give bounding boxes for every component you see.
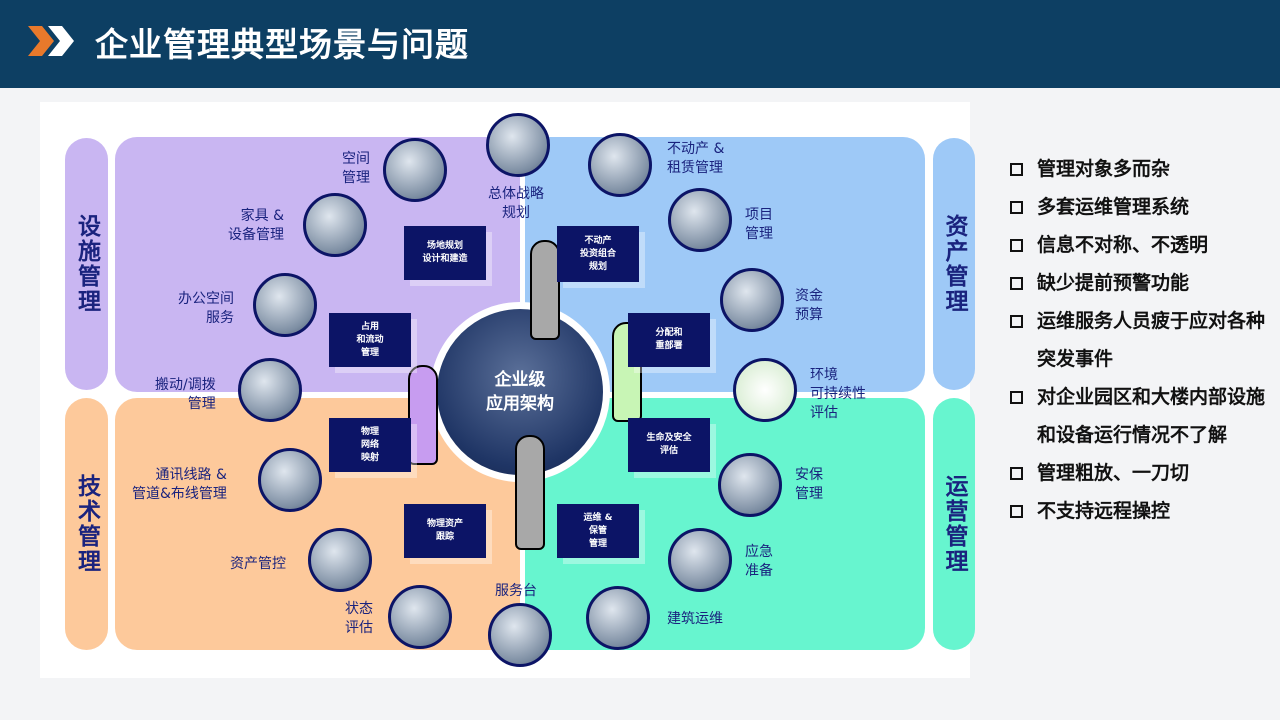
- problem-text: 管理粗放、一刀切: [1037, 462, 1190, 484]
- problem-item: 多套运维管理系统: [1010, 188, 1270, 226]
- problem-item: 管理粗放、一刀切: [1010, 454, 1270, 492]
- photo-strategy: [486, 113, 550, 177]
- page-title: 企业管理典型场景与问题: [95, 25, 469, 64]
- item-label: 资金 预算: [795, 288, 823, 323]
- checkbox-square-icon: [1010, 391, 1023, 404]
- photo-project: [668, 188, 732, 252]
- center-line-1: 企业级: [494, 370, 546, 390]
- item-label: 办公空间 服务: [178, 291, 234, 326]
- side-label-facility: 设施管理: [65, 138, 108, 390]
- item-label: 空间 管理: [342, 151, 370, 186]
- item-label: 总体战略 规划: [488, 186, 544, 221]
- checkbox-square-icon: [1010, 505, 1023, 518]
- checkbox-square-icon: [1010, 163, 1023, 176]
- photo-space: [383, 138, 447, 202]
- problem-item: 管理对象多而杂: [1010, 150, 1270, 188]
- person-silhouette: [530, 240, 560, 340]
- recycle-icon: [733, 358, 797, 422]
- process-box: 分配和 重部署: [628, 313, 710, 367]
- checkbox-square-icon: [1010, 239, 1023, 252]
- process-box: 运维 & 保管 管理: [557, 504, 639, 558]
- center-line-2: 应用架构: [486, 394, 554, 414]
- process-box: 场地规划 设计和建造: [404, 226, 486, 280]
- checkbox-square-icon: [1010, 467, 1023, 480]
- problem-text: 管理对象多而杂: [1037, 158, 1171, 180]
- problem-item: 缺少提前预警功能: [1010, 264, 1270, 302]
- process-box: 不动产 投资组合 规划: [557, 226, 639, 282]
- item-label: 项目 管理: [745, 207, 773, 242]
- process-box: 占用 和流动 管理: [329, 313, 411, 367]
- photo-asset-control: [308, 528, 372, 592]
- photo-emergency: [668, 528, 732, 592]
- problem-item: 不支持远程操控: [1010, 492, 1270, 530]
- photo-security: [718, 453, 782, 517]
- double-chevron-icon: [28, 26, 74, 56]
- photo-service-desk: [488, 603, 552, 667]
- photo-real-estate: [588, 133, 652, 197]
- photo-move: [238, 358, 302, 422]
- process-box: 生命及安全 评估: [628, 418, 710, 472]
- item-label: 应急 准备: [745, 544, 773, 579]
- problem-text: 运维服务人员疲于应对各种突发事件: [1037, 310, 1266, 370]
- item-label: 资产管控: [230, 556, 286, 572]
- process-box: 物理资产 跟踪: [404, 504, 486, 558]
- photo-office: [253, 273, 317, 337]
- photo-cabling: [258, 448, 322, 512]
- item-label: 不动产 & 租赁管理: [667, 141, 725, 176]
- photo-budget: [720, 268, 784, 332]
- problem-text: 缺少提前预警功能: [1037, 272, 1190, 294]
- problem-list: 管理对象多而杂 多套运维管理系统 信息不对称、不透明 缺少提前预警功能 运维服务…: [1010, 150, 1270, 530]
- item-label: 安保 管理: [795, 467, 823, 502]
- person-silhouette: [515, 435, 545, 550]
- item-label: 家具 & 设备管理: [228, 208, 284, 243]
- problem-item: 信息不对称、不透明: [1010, 226, 1270, 264]
- side-label-technical: 技术管理: [65, 398, 108, 650]
- person-silhouette: [408, 365, 438, 465]
- process-box: 物理 网络 映射: [329, 418, 411, 472]
- photo-furniture: [303, 193, 367, 257]
- checkbox-square-icon: [1010, 201, 1023, 214]
- checkbox-square-icon: [1010, 277, 1023, 290]
- photo-building-ops: [586, 586, 650, 650]
- item-label: 建筑运维: [667, 611, 723, 627]
- problem-text: 信息不对称、不透明: [1037, 234, 1209, 256]
- problem-item: 运维服务人员疲于应对各种突发事件: [1010, 302, 1270, 378]
- side-label-asset: 资产管理: [933, 138, 975, 390]
- side-label-operations: 运营管理: [933, 398, 975, 650]
- problem-text: 对企业园区和大楼内部设施和设备运行情况不了解: [1037, 386, 1266, 446]
- problem-item: 对企业园区和大楼内部设施和设备运行情况不了解: [1010, 378, 1270, 454]
- problem-text: 不支持远程操控: [1037, 500, 1171, 522]
- item-label: 搬动/调拨 管理: [155, 377, 216, 412]
- checkbox-square-icon: [1010, 315, 1023, 328]
- photo-condition: [388, 585, 452, 649]
- header-bar: 企业管理典型场景与问题: [0, 0, 1280, 88]
- center-hub: 企业级应用架构: [430, 302, 610, 482]
- problem-text: 多套运维管理系统: [1037, 196, 1190, 218]
- item-label: 服务台: [495, 583, 537, 599]
- item-label: 状态 评估: [345, 601, 373, 636]
- item-label: 通讯线路 & 管道&布线管理: [132, 467, 227, 502]
- item-label: 环境 可持续性 评估: [810, 367, 866, 421]
